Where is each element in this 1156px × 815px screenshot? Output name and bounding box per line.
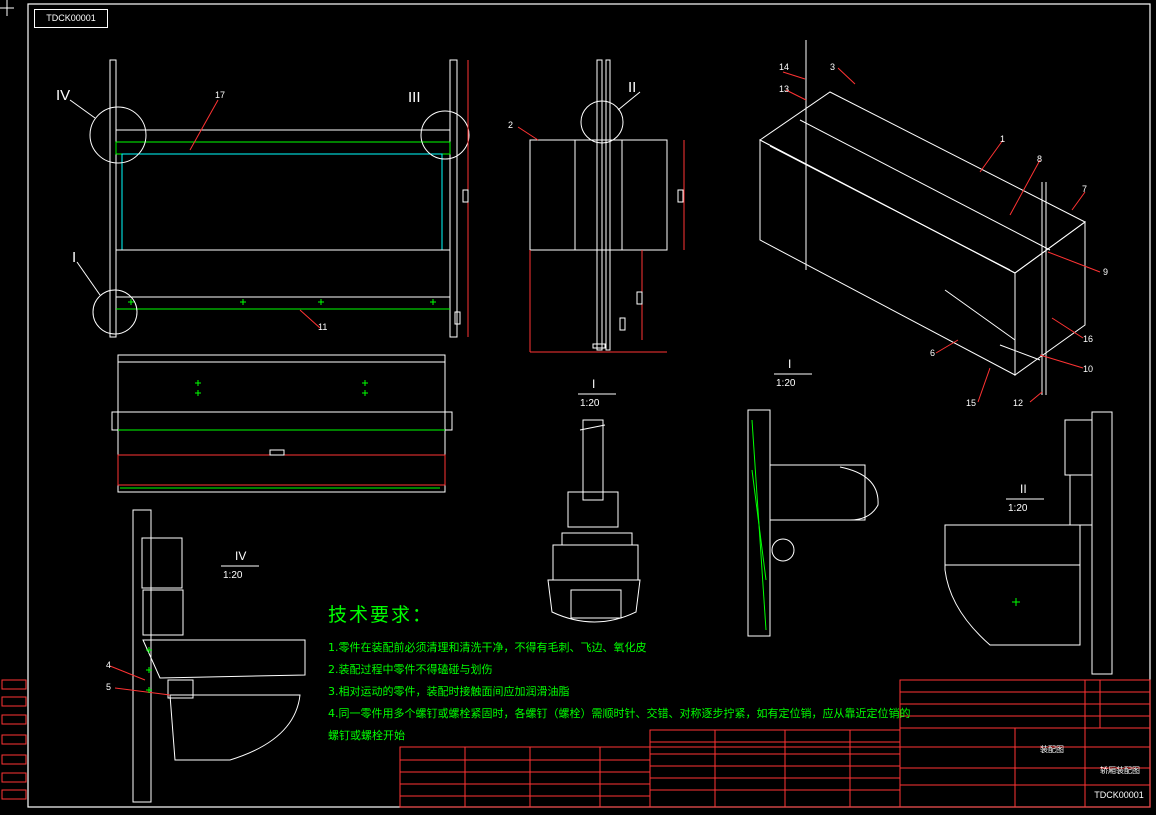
title-block-name-label: 装配图 [1040,745,1064,754]
detail-iv-scale: 1:20 [223,570,243,581]
top-view [111,354,453,493]
part-label-11: 11 [318,322,327,332]
title-block [399,679,1151,808]
detail-view-i-right [747,409,879,637]
part-label-17: 17 [215,90,225,100]
detail-view-iv [109,509,306,803]
part-label-5: 5 [106,682,111,692]
tech-requirement-4: 4.同一零件用多个螺钉或螺栓紧固时，各螺钉（螺栓）需顺时针、交错、对称逐步拧紧，… [328,707,911,720]
tech-requirement-4-cont: 螺钉或螺栓开始 [328,729,405,742]
tech-requirements-title: 技术要求： [328,604,434,626]
part-label-15: 15 [966,398,976,408]
side-view [517,59,685,353]
part-label-1: 1 [1000,134,1005,144]
detail-i-right-title: I [788,357,791,371]
tech-requirement-2: 2.装配过程中零件不得磕碰与划伤 [328,663,493,676]
part-label-4: 4 [106,660,111,670]
isometric-view [759,40,1101,403]
view-marker-i: I [72,249,76,266]
detail-view-ii [944,411,1113,675]
detail-i-middle-title: I [592,377,595,391]
drawing-code-stamp: TDCK00001 [34,9,108,28]
part-label-10: 10 [1083,364,1093,374]
part-label-6: 6 [930,348,935,358]
view-marker-iii: III [408,89,421,106]
technical-requirements: 技术要求： 1.零件在装配前必须清理和清洗干净，不得有毛刺、飞边、氧化皮 2.装… [328,600,911,747]
part-label-3: 3 [830,62,835,72]
detail-iv-title: IV [235,549,246,563]
title-block-product-name: 轿厢装配图 [1100,766,1140,775]
front-view [69,59,470,338]
part-label-8: 8 [1037,154,1042,164]
detail-i-right-scale: 1:20 [776,378,796,389]
margin-tabs [1,679,27,800]
part-label-9: 9 [1103,267,1108,277]
detail-i-middle-scale: 1:20 [580,398,600,409]
part-label-14: 14 [779,62,789,72]
title-block-code: TDCK00001 [1094,790,1144,800]
detail-ii-title: II [1020,482,1027,496]
view-marker-ii: II [628,79,636,96]
part-label-13: 13 [779,84,789,94]
corner-mark [0,0,14,16]
view-marker-iv: IV [56,87,70,104]
detail-ii-scale: 1:20 [1008,503,1028,514]
part-label-16: 16 [1083,334,1093,344]
detail-view-i-middle [547,419,641,623]
part-label-2: 2 [508,120,513,130]
tech-requirement-1: 1.零件在装配前必须清理和清洗干净，不得有毛刺、飞边、氧化皮 [328,641,647,654]
part-label-12: 12 [1013,398,1023,408]
tech-requirement-3: 3.相对运动的零件，装配时接触面间应加润滑油脂 [328,685,570,698]
part-label-7: 7 [1082,184,1087,194]
